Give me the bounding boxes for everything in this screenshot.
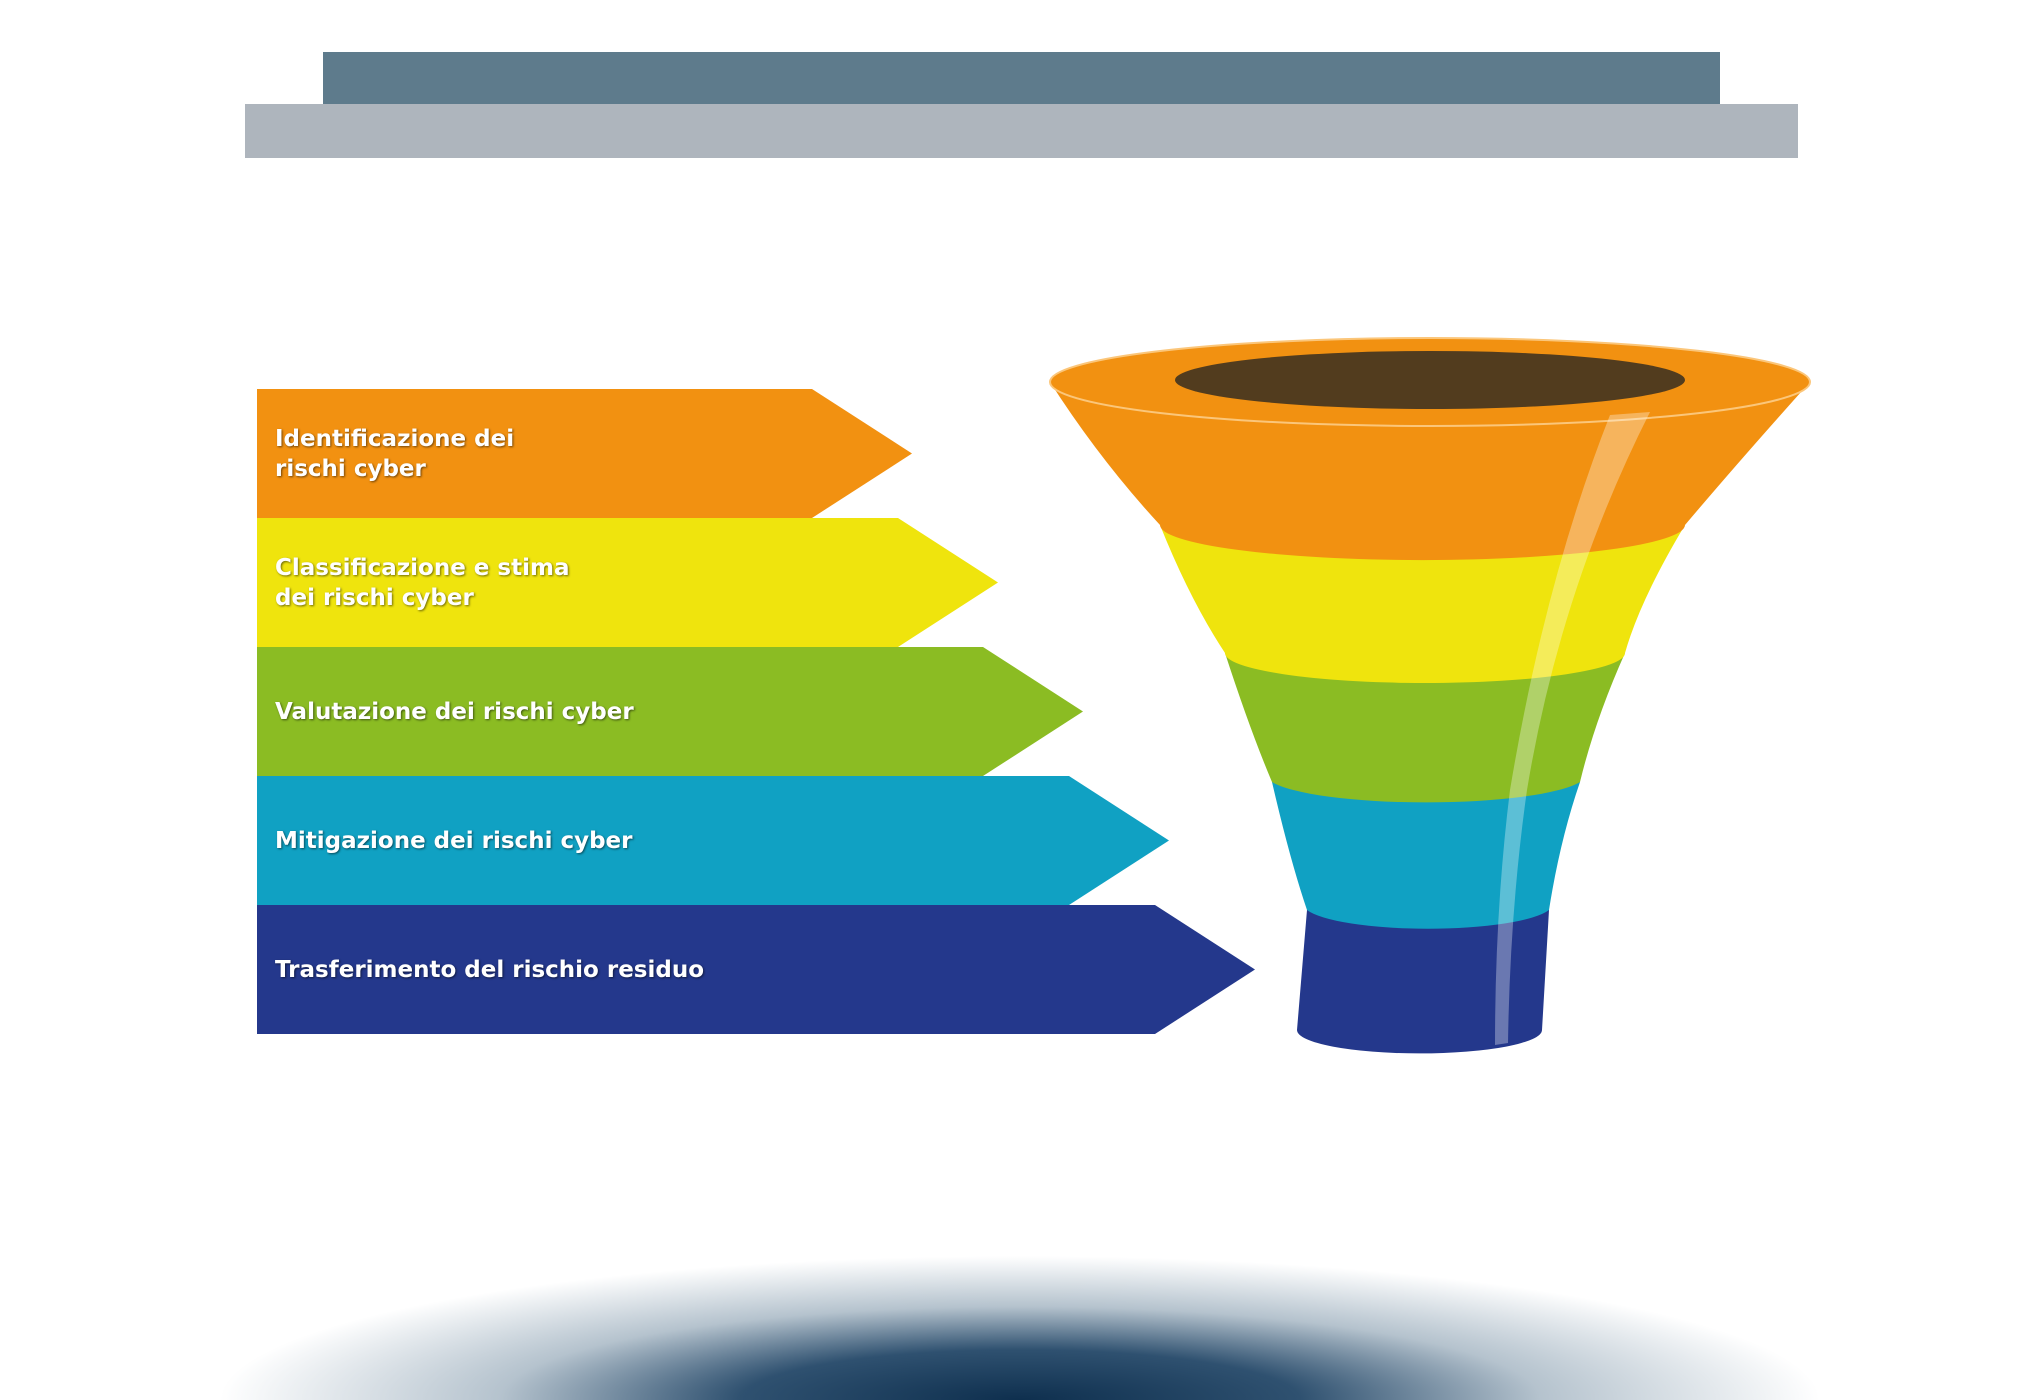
- stage-arrow-shape: [257, 776, 1169, 905]
- stage-arrow-identificazione: Identificazione dei rischi cyber: [257, 389, 912, 518]
- stage-arrow-trasferimento: Trasferimento del rischio residuo: [257, 905, 1255, 1034]
- stage-label-trasferimento: Trasferimento del rischio residuo: [275, 956, 705, 983]
- floor-shadow: [220, 1040, 1820, 1400]
- stage-label-valutazione: Valutazione dei rischi cyber: [275, 698, 634, 725]
- funnel-highlight: [1495, 412, 1650, 1045]
- funnel-band-identificazione: [1050, 382, 1810, 561]
- stage-arrow-classificazione: Classificazione e stima dei rischi cyber: [257, 518, 998, 647]
- funnel-mouth: [1175, 351, 1685, 409]
- funnel-band-transferimento: [1297, 910, 1549, 1054]
- stage-arrow-valutazione: Valutazione dei rischi cyber: [257, 647, 1083, 776]
- stage-label-identificazione: Identificazione dei rischi cyber: [275, 425, 515, 482]
- stage-arrow-shape: [257, 389, 912, 518]
- stage-arrow-mitigazione: Mitigazione dei rischi cyber: [257, 776, 1169, 905]
- funnel-band-valutazione: [1225, 653, 1625, 803]
- stage-arrow-shape: [257, 518, 998, 647]
- stage-label-classificazione: Classificazione e stima dei rischi cyber: [275, 554, 570, 611]
- funnel-band-classificazione: [1160, 525, 1685, 683]
- stage-arrow-shape: [257, 647, 1083, 776]
- header-bar-dark: [323, 52, 1720, 105]
- funnel-band-mitigazione: [1272, 782, 1580, 929]
- funnel-graphic: [1049, 337, 1811, 1054]
- stage-arrow-shape: [257, 905, 1255, 1034]
- stage-label-mitigazione: Mitigazione dei rischi cyber: [275, 827, 633, 854]
- header-bar-light: [245, 104, 1798, 158]
